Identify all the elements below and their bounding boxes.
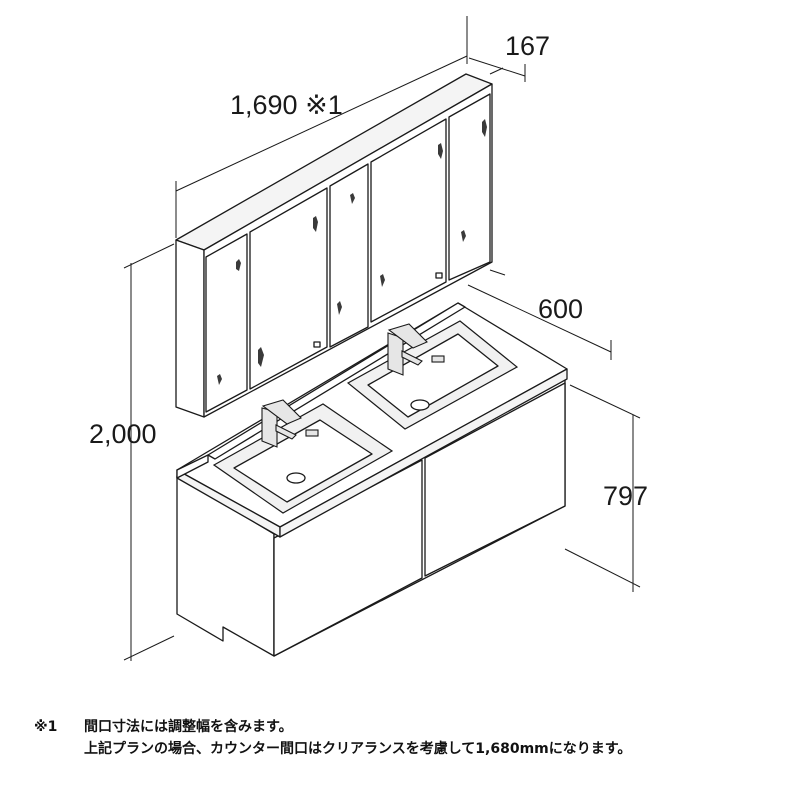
note-1: ※1 間口寸法には調整幅を含みます。 bbox=[34, 716, 293, 738]
note-1-mark: ※1 bbox=[34, 719, 58, 735]
total-height-label: 2,000 bbox=[89, 419, 157, 449]
note-2: 上記プランの場合、カウンター間口はクリアランスを考慮して1,680mmになります… bbox=[34, 738, 631, 760]
faucets bbox=[261, 323, 445, 448]
vanity-depth-label: 600 bbox=[538, 294, 583, 324]
note-2-text: 上記プランの場合、カウンター間口はクリアランスを考慮して1,680mmになります… bbox=[84, 741, 632, 757]
cabinet-width-label: 1,690 ※1 bbox=[230, 90, 343, 120]
dimension-lines bbox=[123, 16, 641, 661]
cabinet-depth-label: 167 bbox=[505, 31, 550, 61]
mirror-cabinet bbox=[175, 73, 493, 418]
counter-height-label: 797 bbox=[603, 481, 648, 511]
basins bbox=[212, 320, 519, 514]
mirror-reflections bbox=[217, 119, 487, 385]
note-1-text: 間口寸法には調整幅を含みます。 bbox=[84, 719, 293, 735]
